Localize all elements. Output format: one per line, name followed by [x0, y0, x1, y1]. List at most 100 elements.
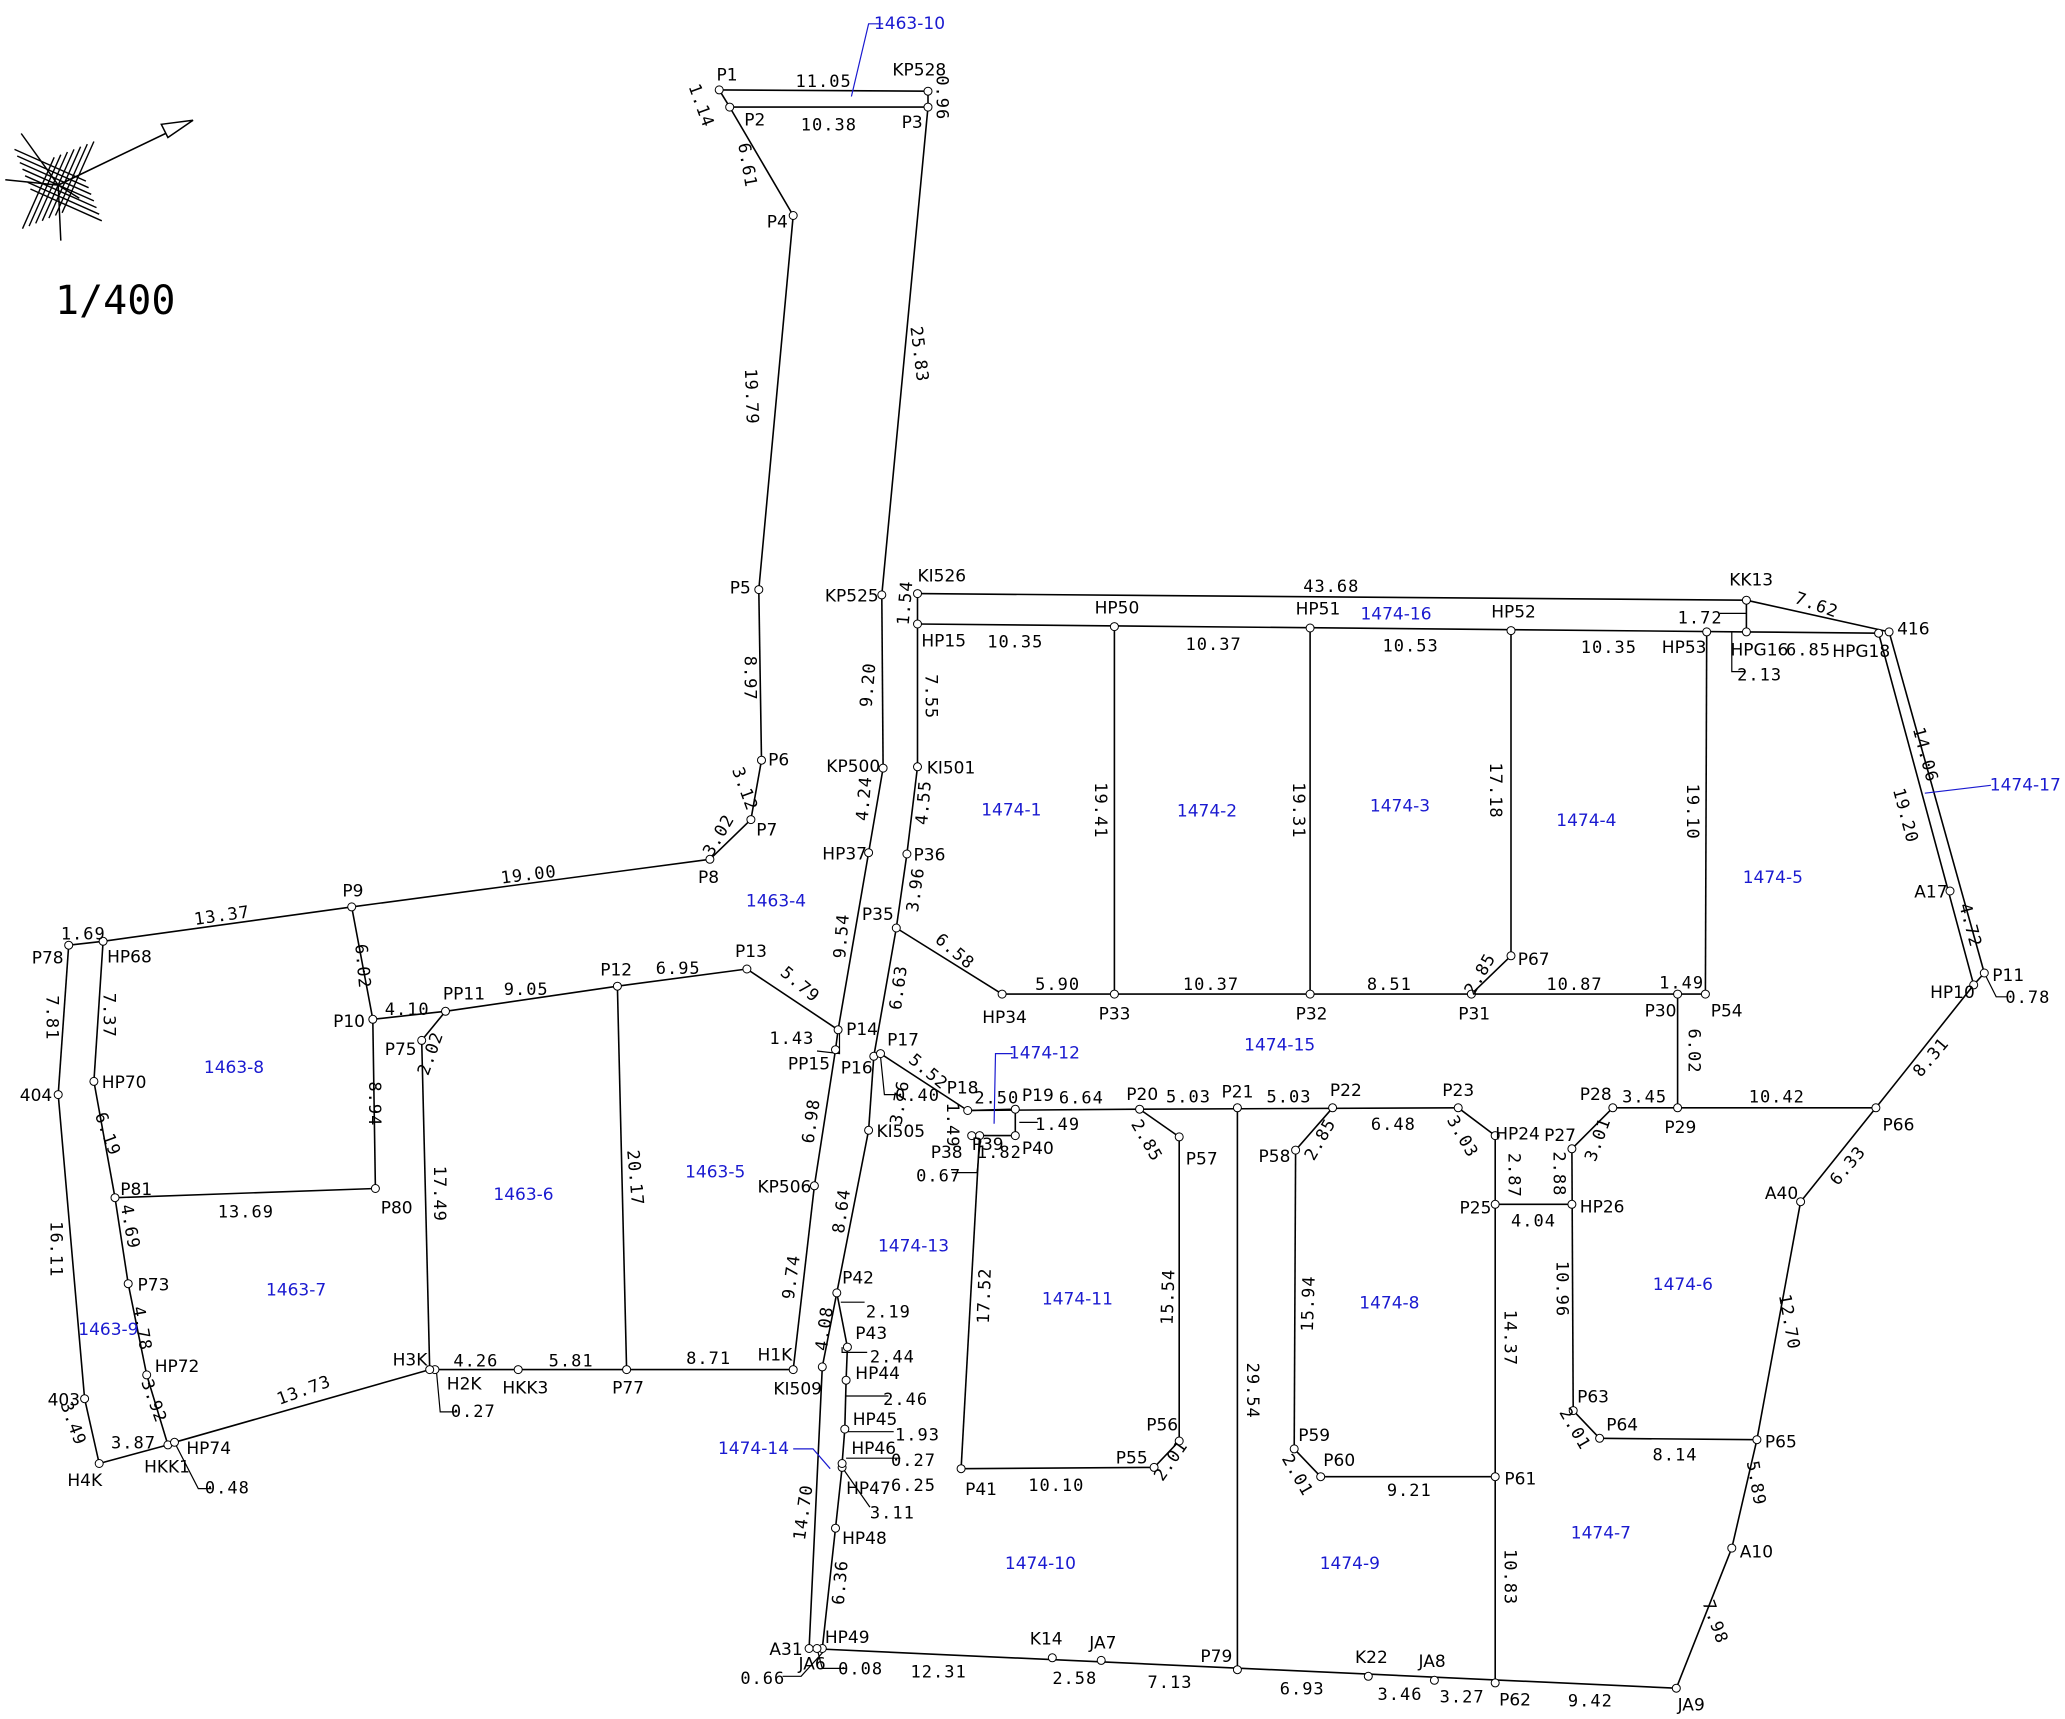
point-label-p63: P63 — [1577, 1388, 1609, 1408]
dimension-label: 14.37 — [1500, 1310, 1520, 1366]
dimension-label: 25.83 — [905, 325, 932, 383]
boundary-line — [895, 853, 908, 929]
survey-point-marker — [1109, 622, 1119, 632]
dimension-label: 0.48 — [205, 1479, 250, 1499]
boundary-line — [821, 1528, 837, 1649]
compass-rose-ray — [5, 179, 59, 186]
point-label-p54: P54 — [1711, 1002, 1743, 1022]
survey-point-marker — [1232, 1103, 1242, 1113]
point-label-p18: P18 — [947, 1078, 979, 1098]
dimension-label: 19.10 — [1682, 784, 1702, 840]
survey-point-marker — [1490, 1472, 1500, 1482]
point-label-hp72: HP72 — [155, 1357, 200, 1377]
survey-point-marker — [417, 1035, 427, 1045]
dimension-label: 16.11 — [46, 1221, 66, 1277]
point-label-ki505: KI505 — [877, 1122, 926, 1142]
boundary-line — [372, 1010, 446, 1021]
dimension-label: 1.93 — [895, 1426, 940, 1446]
boundary-line — [836, 1130, 870, 1294]
dimension-label: 8.14 — [1653, 1446, 1698, 1466]
point-label-p62: P62 — [1499, 1690, 1531, 1710]
leader-line — [1731, 631, 1745, 673]
dimension-label: 4.26 — [453, 1352, 498, 1372]
point-label-kp506: KP506 — [758, 1177, 812, 1197]
dimension-label: 17.49 — [429, 1166, 449, 1222]
dimension-label: 3.76 — [887, 1079, 915, 1127]
boundary-line — [1746, 631, 1879, 634]
point-label-p30: P30 — [1645, 1002, 1677, 1022]
point-label-p3: P3 — [902, 113, 923, 133]
survey-point-marker — [1149, 1462, 1159, 1472]
leader-line — [841, 1347, 868, 1354]
point-label-ki501: KI501 — [927, 758, 976, 778]
dimension-label: 1.49 — [1659, 974, 1704, 994]
survey-point-marker — [425, 1365, 435, 1375]
survey-point-marker — [746, 815, 756, 825]
point-label-kp528: KP528 — [892, 60, 946, 80]
leader-line — [816, 1029, 841, 1055]
point-label-hp49: HP49 — [825, 1628, 870, 1648]
dimension-label: 19.00 — [500, 862, 558, 889]
dimension-label: 6.02 — [350, 943, 374, 990]
survey-point-marker — [956, 1464, 966, 1474]
dimension-label: 19.31 — [1288, 782, 1308, 838]
point-label-p67: P67 — [1518, 950, 1550, 970]
survey-point-marker — [1232, 1665, 1242, 1675]
point-label-p10: P10 — [333, 1012, 365, 1032]
dimension-label: 3.96 — [903, 866, 929, 913]
compass-rose-line — [61, 141, 95, 214]
dimension-label: 6.48 — [1371, 1115, 1416, 1135]
survey-point-marker — [1466, 989, 1476, 999]
point-label-hp74: HP74 — [186, 1439, 231, 1459]
dimension-label: 4.72 — [1954, 901, 1985, 950]
point-label-p16: P16 — [841, 1059, 873, 1079]
dimension-label: 4.69 — [116, 1203, 144, 1251]
point-label-p20: P20 — [1126, 1085, 1158, 1105]
point-label-p60: P60 — [1323, 1451, 1355, 1471]
survey-point-marker — [1608, 1103, 1618, 1113]
dimension-label: 2.88 — [1549, 1151, 1569, 1196]
dimension-label: 6.36 — [829, 1559, 853, 1606]
dimension-label: 5.03 — [1267, 1087, 1312, 1107]
parcel-label-1474-9: 1474-9 — [1320, 1554, 1380, 1574]
point-label-p64: P64 — [1606, 1415, 1638, 1435]
dimension-label: 6.93 — [1280, 1680, 1325, 1700]
boundary-line — [709, 819, 752, 860]
boundary-line — [351, 858, 711, 908]
point-label-p66: P66 — [1883, 1115, 1915, 1135]
survey-point-marker — [812, 1644, 822, 1653]
dimension-label: 1.72 — [1678, 609, 1723, 629]
boundary-line — [881, 594, 884, 769]
point-label-p21: P21 — [1222, 1082, 1254, 1102]
survey-point-marker — [1010, 1131, 1020, 1141]
dimension-label: 1.14 — [684, 81, 718, 130]
boundary-line — [420, 1040, 431, 1370]
point-label-p80: P80 — [381, 1199, 413, 1219]
survey-point-marker — [1969, 980, 1979, 990]
dimension-label: 0.66 — [740, 1669, 785, 1689]
dimension-label: 6.64 — [1059, 1089, 1104, 1109]
dimension-label: 2.87 — [1504, 1153, 1524, 1198]
point-label-p58: P58 — [1259, 1147, 1291, 1167]
dimension-label: 3.11 — [870, 1504, 915, 1524]
dimension-label: 8.71 — [686, 1349, 731, 1369]
dimension-label: 2.50 — [974, 1089, 1019, 1109]
point-label-hp37: HP37 — [822, 844, 867, 864]
boundary-line — [841, 1429, 846, 1464]
dimension-label: 3.02 — [699, 811, 739, 860]
point-label-pp11: PP11 — [443, 984, 485, 1004]
boundary-line — [1293, 1150, 1297, 1449]
point-label-p39: P39 — [972, 1135, 1004, 1155]
boundary-line — [813, 1049, 837, 1186]
boundary-line — [1294, 1107, 1334, 1151]
survey-point-marker — [1727, 1543, 1737, 1553]
parcel-label-1474-17: 1474-17 — [1990, 775, 2061, 795]
dimension-label: 6.98 — [799, 1097, 825, 1144]
survey-point-marker — [817, 1362, 827, 1372]
boundary-line — [844, 1380, 847, 1430]
survey-point-marker — [963, 1106, 973, 1115]
survey-point-marker — [1363, 1671, 1373, 1681]
survey-point-marker — [1010, 1104, 1020, 1114]
point-label-p22: P22 — [1330, 1081, 1362, 1101]
dimension-label: 6.19 — [90, 1110, 124, 1159]
